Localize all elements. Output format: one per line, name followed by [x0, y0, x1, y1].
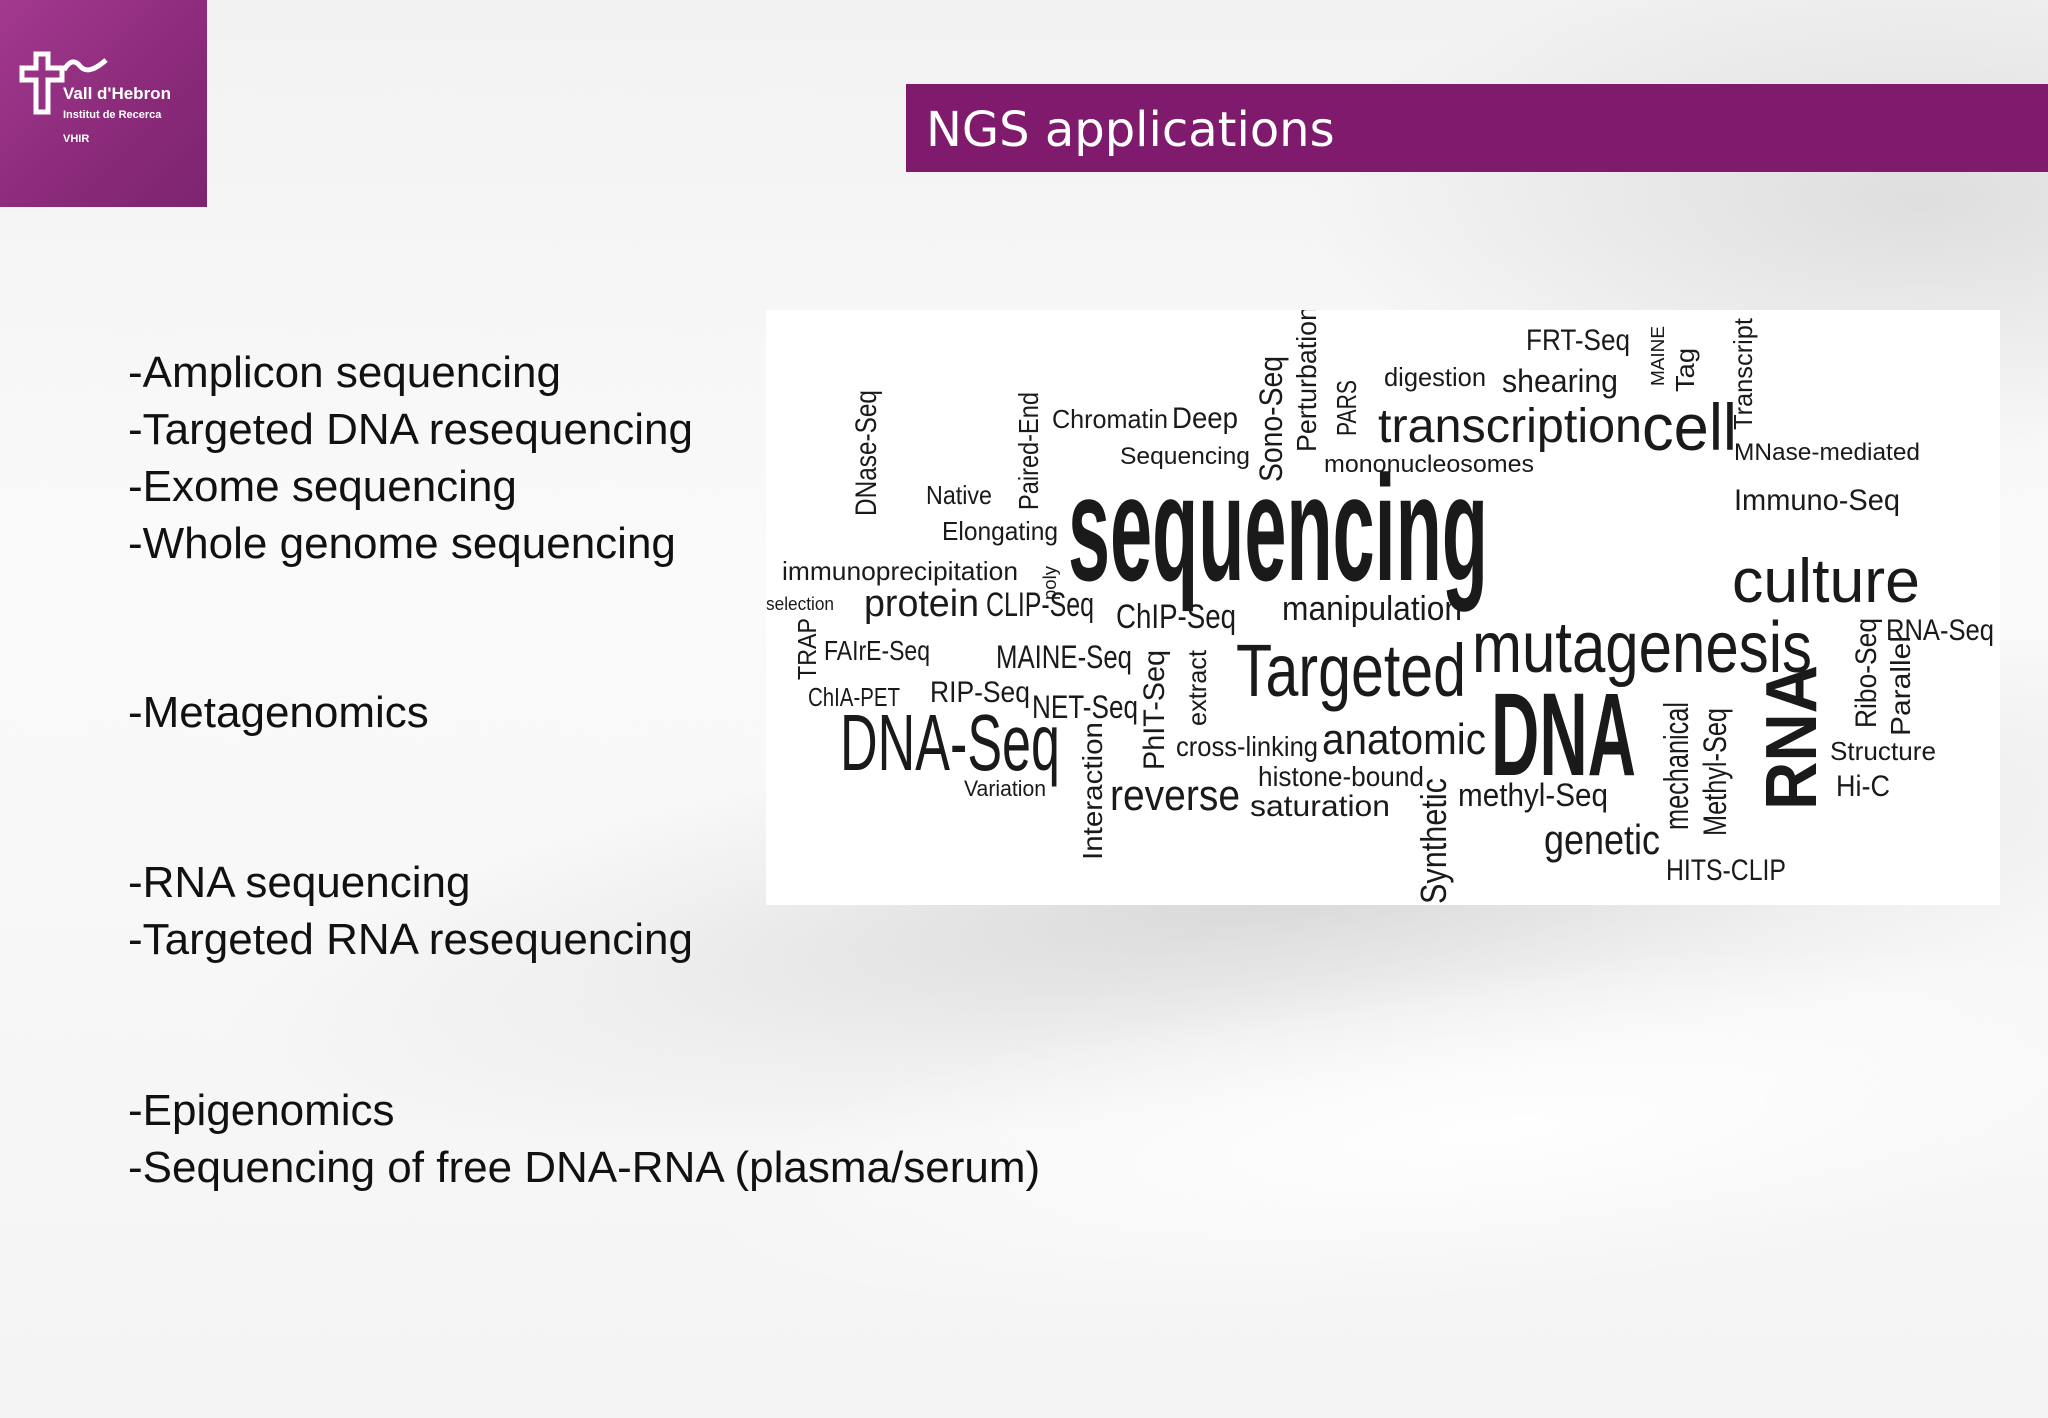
cloud-word: saturation — [1250, 790, 1390, 823]
cloud-word: digestion — [1384, 362, 1486, 392]
cloud-word: Sequencing — [1120, 443, 1250, 470]
cloud-word: FRT-Seq — [1526, 324, 1630, 357]
institute-logo: Vall d'Hebron Institut de Recerca VHIR — [0, 0, 207, 207]
logo-subtitle: Institut de Recerca — [63, 109, 162, 121]
cloud-word: Parallel — [1885, 636, 1916, 736]
cloud-word: Chromatin — [1052, 404, 1168, 434]
bullet-item: -Exome sequencing — [128, 462, 517, 511]
cloud-word: DNA-Seq — [840, 698, 1060, 787]
bullet-group-epi: -Epigenomics -Sequencing of free DNA-RNA… — [128, 1082, 1040, 1196]
cloud-word: FAIrE-Seq — [824, 635, 930, 666]
cloud-word: ChIP-Seq — [1116, 598, 1236, 636]
cloud-word: HITS-CLIP — [1666, 854, 1786, 887]
cloud-word: CLIP-Seq — [986, 586, 1094, 624]
cloud-word: MNase-mediated — [1734, 439, 1920, 466]
bullet-item: -Targeted RNA resequencing — [128, 915, 693, 964]
cloud-word: RNA — [1752, 665, 1832, 810]
cloud-word: manipulation — [1282, 590, 1462, 628]
bullet-item: -Epigenomics — [128, 1086, 395, 1135]
cloud-word: methyl-Seq — [1458, 777, 1608, 813]
cloud-word: poly — [1040, 566, 1060, 600]
cloud-word: Interaction — [1077, 722, 1108, 860]
cross-logo-icon — [19, 51, 108, 115]
cloud-word: anatomic — [1322, 715, 1486, 764]
cloud-word: Native — [926, 480, 992, 510]
word-cloud-svg: sequencing DNA-Seq DNA RNA mutagenesis T… — [766, 310, 1994, 904]
bullet-item: -Whole genome sequencing — [128, 519, 676, 568]
bullet-item: -Sequencing of free DNA-RNA (plasma/seru… — [128, 1143, 1041, 1192]
cloud-word: Paired-End — [1013, 392, 1044, 510]
cloud-word: PhIT-Seq — [1138, 650, 1171, 770]
cloud-word: MAINE-Seq — [996, 639, 1132, 675]
bullet-item: -Metagenomics — [128, 688, 429, 737]
bullet-group-rna: -RNA sequencing -Targeted RNA resequenci… — [128, 854, 693, 968]
cloud-word: RNA-Seq — [1886, 614, 1994, 647]
cloud-word: Synthetic — [1413, 778, 1454, 904]
cloud-word: extract — [1182, 649, 1212, 726]
cloud-word: NET-Seq — [1032, 689, 1138, 725]
logo-name: Vall d'Hebron — [63, 84, 171, 103]
cloud-word: Transcript — [1728, 317, 1758, 430]
cloud-word: Perturbation — [1291, 310, 1322, 452]
cloud-word: transcription — [1378, 400, 1642, 453]
cloud-word: Deep — [1172, 402, 1238, 435]
cloud-word: Elongating — [942, 516, 1058, 546]
cloud-word: Methyl-Seq — [1697, 708, 1733, 836]
cloud-word: Hi-C — [1836, 770, 1890, 803]
word-cloud-image: sequencing DNA-Seq DNA RNA mutagenesis T… — [766, 310, 2000, 905]
cloud-word: culture — [1732, 547, 1920, 616]
cloud-word: PARS — [1331, 380, 1362, 436]
bullet-item: -RNA sequencing — [128, 858, 471, 907]
cloud-word: reverse — [1110, 771, 1240, 820]
cloud-word: Sono-Seq — [1253, 356, 1289, 482]
cloud-word: cross-linking — [1176, 731, 1318, 762]
cloud-word: mutagenesis — [1472, 608, 1812, 688]
cloud-word: Tag — [1670, 348, 1700, 392]
cloud-word: DNase-Seq — [850, 390, 883, 516]
cloud-word: TRAP — [792, 618, 822, 680]
cloud-word: MAINE — [1648, 326, 1668, 386]
cloud-word: cell — [1642, 390, 1737, 464]
bullet-item: -Targeted DNA resequencing — [128, 405, 693, 454]
cloud-word: Immuno-Seq — [1734, 484, 1900, 517]
cloud-word: Variation — [964, 776, 1046, 801]
cloud-word: immunoprecipitation — [782, 556, 1018, 586]
logo-abbreviation: VHIR — [63, 133, 90, 145]
cloud-word: Structure — [1830, 736, 1936, 766]
title-bar: NGS applications — [906, 84, 2048, 172]
cloud-word: DNA — [1491, 669, 1636, 801]
cloud-word: histone-bound — [1258, 761, 1424, 792]
cloud-word: sequencing — [1068, 444, 1488, 612]
cloud-word: mechanical — [1658, 702, 1696, 830]
cloud-word: genetic — [1544, 816, 1660, 863]
cloud-word: Targeted — [1236, 629, 1466, 712]
bullet-group-meta: -Metagenomics — [128, 684, 429, 741]
cloud-word: protein — [864, 583, 979, 625]
cloud-word: mononucleosomes — [1324, 451, 1534, 478]
cloud-word: ChIA-PET — [808, 682, 900, 712]
bullet-group-dna: -Amplicon sequencing -Targeted DNA reseq… — [128, 344, 693, 572]
cloud-word: RIP-Seq — [930, 676, 1030, 709]
cloud-word: selection — [766, 594, 834, 614]
bullet-item: -Amplicon sequencing — [128, 348, 561, 397]
cloud-word: shearing — [1502, 363, 1618, 399]
cloud-word: Ribo-Seq — [1850, 618, 1883, 728]
slide-title: NGS applications — [926, 102, 1335, 158]
